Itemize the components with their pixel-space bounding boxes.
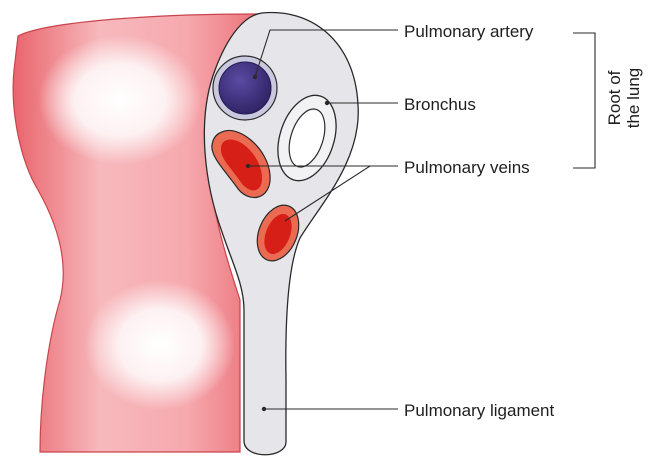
label-pulmonary-ligament: Pulmonary ligament [404,401,554,421]
ligament-pointer-dot [262,407,266,411]
root-bracket [573,33,595,168]
label-pulmonary-veins: Pulmonary veins [404,158,530,178]
root-label-line2: the lung [624,48,643,148]
root-label-line1: Root of [605,48,624,148]
lung-highlight-upper [38,35,202,165]
lung-highlight-lower [85,280,235,410]
artery-pointer-dot [253,75,257,79]
pulmonary-artery-lumen [219,62,271,114]
bronchus-pointer-dot [325,101,329,105]
vein-pointer-dot [246,164,250,168]
label-bronchus: Bronchus [404,95,476,115]
label-root-of-the-lung: Root of the lung [600,48,650,148]
label-pulmonary-artery: Pulmonary artery [404,22,533,42]
